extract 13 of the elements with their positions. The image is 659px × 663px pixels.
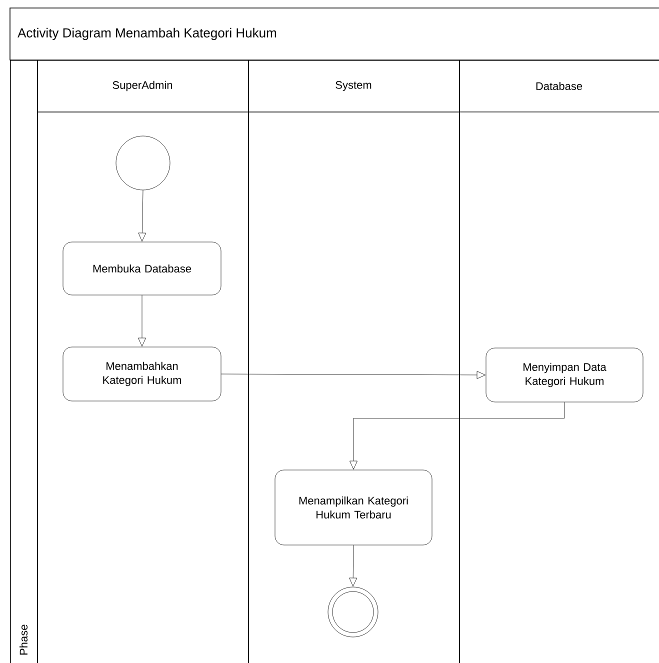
action-box: Membuka Database: [62, 242, 222, 296]
action-box: Menampilkan Kategori Hukum Terbaru: [274, 470, 432, 546]
title-band: Activity Diagram Menambah Kategori Hukum: [10, 8, 659, 60]
start-circle: [116, 136, 170, 190]
arrow: [350, 402, 565, 470]
phase-band: Phase: [10, 60, 38, 663]
arrow: [138, 190, 146, 242]
arrow: [221, 371, 486, 379]
action-box: Menambahkan Kategori Hukum: [62, 346, 222, 402]
end-circle: [328, 586, 378, 638]
arrow: [138, 295, 146, 346]
arrow: [349, 545, 358, 586]
action-box: Menyimpan Data Kategori Hukum: [486, 348, 644, 402]
